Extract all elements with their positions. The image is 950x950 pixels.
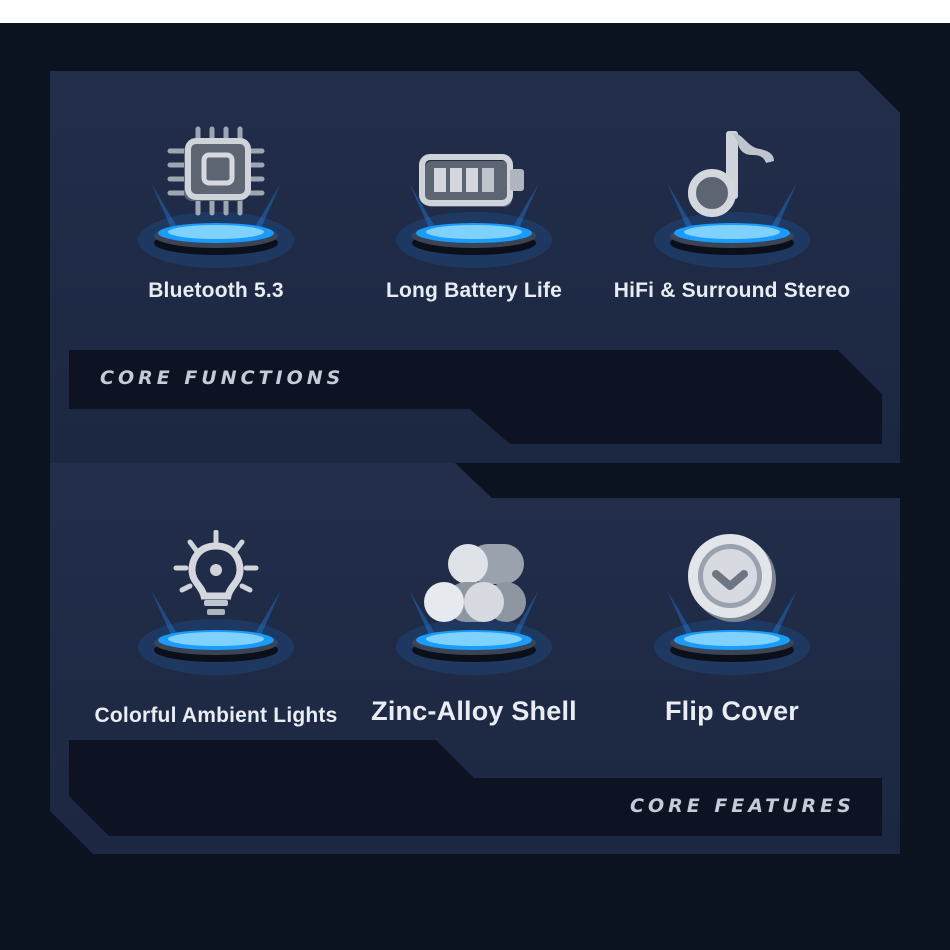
- alloy-cylinders-icon: [424, 544, 526, 622]
- feature-label: Long Battery Life: [385, 279, 563, 302]
- feature-label: Bluetooth 5.3: [148, 279, 284, 302]
- feature-label: Zinc-Alloy Shell: [371, 696, 577, 726]
- core-features-title: CORE FEATURES: [630, 795, 855, 817]
- core-features-strip: [69, 740, 882, 836]
- core-functions-title: CORE FUNCTIONS: [100, 367, 345, 389]
- feature-label: Flip Cover: [664, 696, 800, 726]
- music-note-icon: [688, 131, 774, 217]
- feature-label: HiFi & Surround Stereo: [613, 279, 851, 302]
- feature-label: Colorful Ambient Lights: [94, 704, 338, 727]
- feature-infographic: CORE FUNCTIONS CORE FEATURES: [0, 23, 950, 950]
- flip-cover-icon: [688, 534, 776, 622]
- battery-icon: [419, 154, 524, 207]
- chip-icon: [167, 126, 265, 216]
- core-functions-strip: [69, 350, 882, 444]
- light-bulb-icon: [173, 530, 259, 615]
